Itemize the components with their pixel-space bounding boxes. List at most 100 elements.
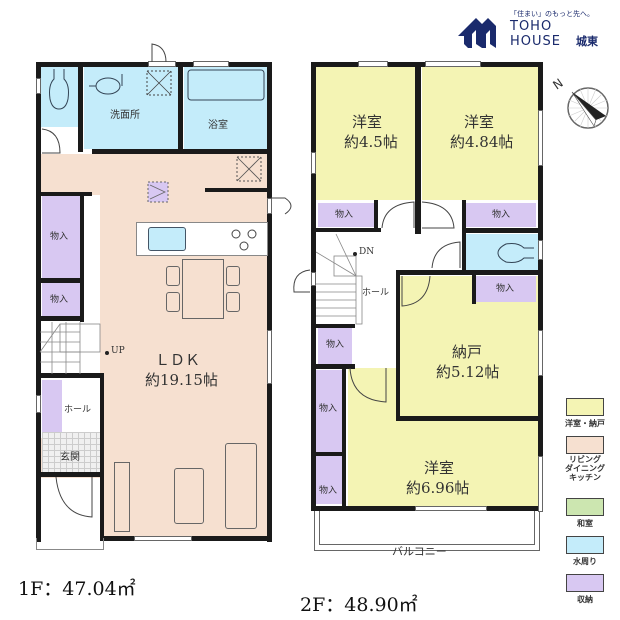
storage-2f-a — [318, 203, 374, 227]
fridge-space-icon — [147, 181, 169, 203]
nando-size: 約5.12帖 — [436, 363, 500, 381]
door-arc-icon — [41, 128, 61, 154]
door-arc-icon — [431, 241, 461, 269]
ldk-name: ＬＤＫ — [155, 351, 201, 369]
wall — [472, 270, 476, 304]
wall — [311, 324, 355, 328]
window — [148, 61, 176, 67]
kitchen-sink — [148, 227, 186, 251]
up-label: UP — [111, 346, 125, 356]
door-arc-icon — [381, 201, 415, 229]
western-room-1-size: 約4.5帖 — [344, 133, 398, 151]
tv-stand — [114, 462, 130, 532]
window — [538, 456, 543, 512]
wall — [80, 192, 84, 322]
balcony-inner — [319, 511, 535, 545]
toho-logo-icon — [458, 18, 496, 48]
brand-logo: 「住まい」のもっと先へ。 TOHO HOUSE 城東 — [456, 8, 616, 52]
wall — [462, 200, 466, 272]
toilet-1f — [40, 67, 78, 127]
window — [36, 78, 41, 94]
coffee-table — [174, 468, 204, 524]
up-marker-dot — [105, 351, 109, 355]
stairs-1f — [40, 322, 100, 374]
balcony-label: バルコニー — [392, 545, 447, 558]
window — [415, 506, 487, 511]
wall — [311, 62, 316, 510]
wall — [415, 62, 421, 234]
legend-swatch-storage — [566, 574, 604, 592]
window — [538, 110, 543, 166]
window — [267, 198, 272, 214]
storage-label: 物入 — [326, 340, 345, 350]
wall — [396, 270, 543, 275]
wall — [396, 416, 543, 421]
brand-branch: 城東 — [576, 35, 598, 48]
stove-icon — [231, 229, 257, 251]
western-room-2-size: 約4.84帖 — [450, 133, 514, 151]
sink-fixture-icon — [89, 74, 123, 95]
storage-2f-e — [316, 370, 342, 452]
toilet-fixture-icon — [49, 69, 69, 110]
hall-label: ホール — [64, 405, 92, 415]
storage-label: 物入 — [496, 284, 515, 294]
compass-icon — [567, 87, 609, 129]
wall — [311, 228, 381, 232]
floor1-plan: UP 洗面所 浴室 物入 物入 ＬＤＫ 約19.15帖 ホール 玄関 1F：47… — [0, 0, 300, 600]
hall-label: ホール — [362, 288, 390, 298]
door-arc-icon — [271, 197, 292, 215]
storage-2f-b — [466, 203, 536, 227]
genkan-tiles — [42, 432, 102, 472]
window — [267, 330, 272, 384]
storage-space-icon — [236, 156, 262, 182]
floor1-area: 1F：47.04㎡ — [18, 578, 136, 600]
wall — [462, 228, 543, 233]
wall — [311, 452, 345, 456]
chair — [226, 292, 240, 312]
legend-swatch-western — [566, 398, 604, 416]
wall — [100, 373, 104, 538]
storage-1f-a — [42, 196, 80, 278]
storage-1f-b — [42, 283, 80, 316]
wall — [36, 62, 41, 542]
stair-storage-1f — [42, 380, 62, 432]
bathroom-label: 浴室 — [208, 120, 228, 131]
dn-marker-dot — [353, 252, 357, 256]
legend-swatch-water — [566, 536, 604, 554]
bathroom — [184, 67, 268, 149]
window — [311, 152, 316, 174]
wall — [78, 62, 83, 152]
western-room-3-upper — [348, 368, 398, 420]
door-arc-icon — [401, 275, 431, 307]
window — [538, 330, 543, 376]
nando-name: 納戸 — [452, 343, 483, 361]
toilet-2f — [466, 234, 538, 270]
ldk-size: 約19.15帖 — [145, 371, 218, 389]
door-arc-icon — [55, 476, 93, 518]
wall — [36, 192, 92, 196]
window — [311, 272, 316, 286]
chair — [166, 292, 180, 312]
legend: 洋室・納戸 リビング ダイニング キッチン 和室 水周り 収納 — [554, 398, 618, 618]
wall — [36, 278, 84, 283]
storage-2f-d — [318, 328, 352, 364]
wall — [205, 188, 272, 192]
window — [425, 61, 481, 67]
sofa — [225, 443, 257, 529]
wall — [396, 270, 400, 420]
storage-label: 物入 — [50, 232, 69, 242]
dining-table — [182, 259, 224, 319]
wall — [538, 62, 543, 510]
dn-label: DN — [359, 247, 375, 257]
storage-2f-f — [316, 456, 342, 504]
genkan-label: 玄関 — [60, 452, 80, 463]
storage-nando-top — [476, 276, 536, 302]
compass: N — [550, 74, 612, 134]
storage-label: 物入 — [50, 295, 69, 305]
window — [36, 395, 41, 413]
brand-name-toho: TOHO — [510, 19, 553, 34]
bathtub-icon — [187, 69, 265, 101]
chair — [226, 266, 240, 286]
wall — [36, 373, 104, 378]
